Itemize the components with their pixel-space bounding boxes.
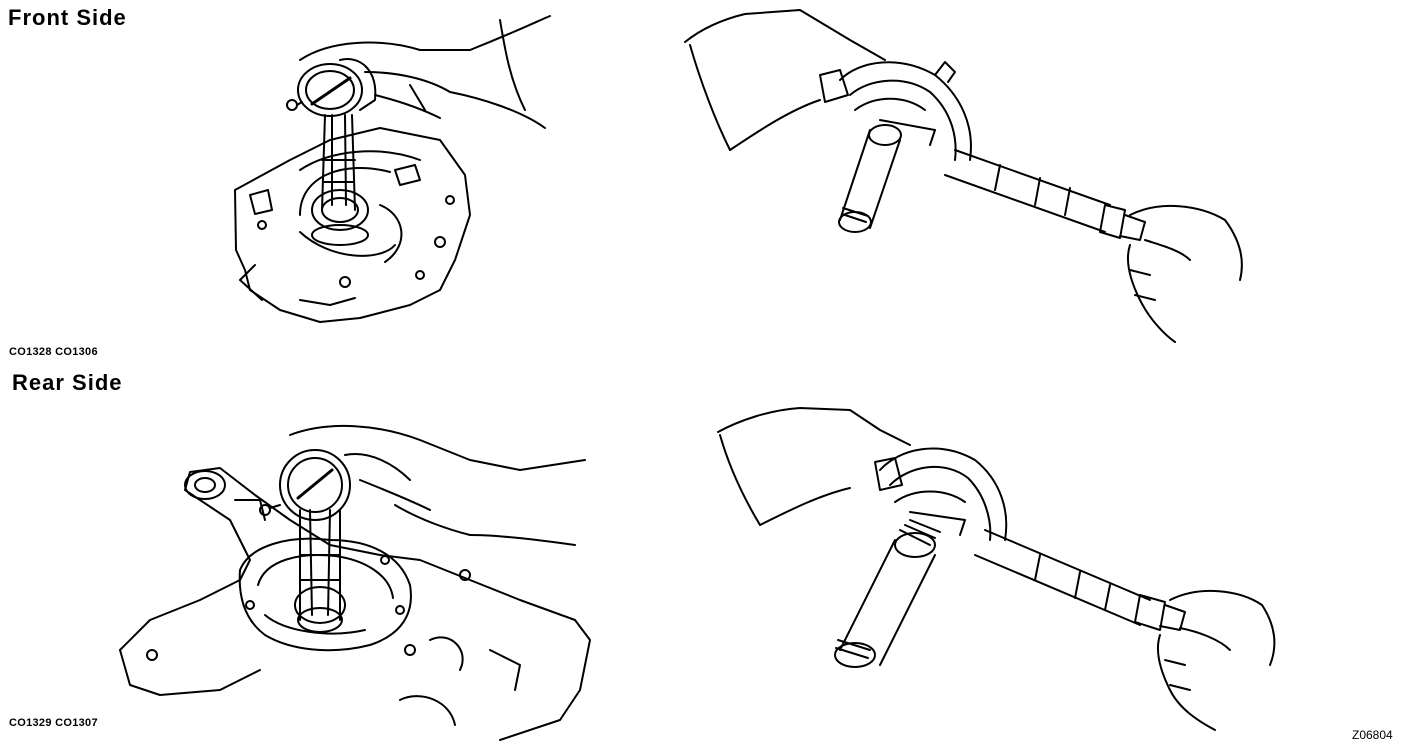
rear-side-codes: CO1329 CO1307 (9, 717, 98, 729)
rear-dial-face (280, 450, 350, 520)
front-gauge-hand (300, 16, 550, 60)
front-bore (312, 190, 368, 230)
front-dial-face (298, 64, 362, 116)
rear-dial-gauge-illustration (120, 426, 590, 740)
rear-gauge-hand (290, 426, 585, 470)
rear-shaft (840, 540, 935, 665)
rear-mic-frame (880, 449, 1006, 540)
rear-mic-sleeve (975, 530, 1150, 625)
front-mic-sleeve (945, 150, 1110, 232)
front-side-heading: Front Side (8, 5, 127, 30)
rear-side-heading: Rear Side (12, 370, 123, 395)
figure-code: Z06804 (1352, 728, 1393, 742)
rear-mic-hand (718, 408, 910, 445)
front-shaft (840, 130, 900, 228)
front-mic-hand (685, 10, 885, 60)
rear-housing (120, 468, 590, 740)
front-micrometer-illustration (685, 10, 1242, 342)
rear-pump-body (240, 539, 411, 650)
front-side-codes: CO1328 CO1306 (9, 346, 98, 358)
front-pump-body (235, 128, 470, 322)
front-gauge-stem (322, 115, 325, 210)
rear-gauge-stem (300, 510, 340, 620)
rear-mic-right-hand (1170, 591, 1274, 665)
rear-micrometer-illustration (718, 408, 1274, 730)
front-mic-right-hand (1130, 206, 1242, 280)
front-dial-gauge-illustration (235, 16, 550, 322)
